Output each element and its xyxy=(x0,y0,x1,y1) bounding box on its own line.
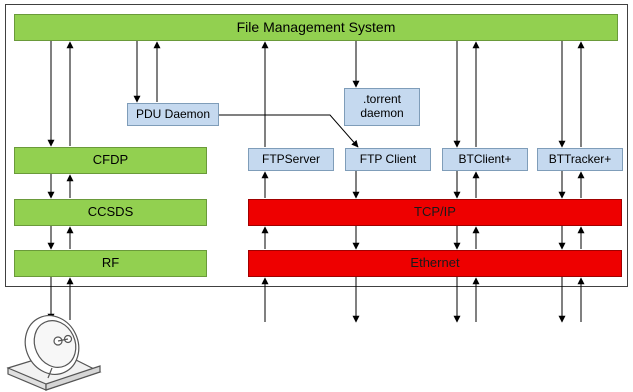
file-management-system-box: File Management System xyxy=(14,14,618,41)
pdu-daemon-box: PDU Daemon xyxy=(127,103,219,126)
file-management-system-label: File Management System xyxy=(236,19,396,36)
torrent-daemon-label: .torrent daemon xyxy=(360,92,404,120)
rf-box: RF xyxy=(14,250,207,277)
tcpip-label: TCP/IP xyxy=(414,204,456,220)
ftp-server-label: FTPServer xyxy=(261,151,320,166)
bt-client-label: BTClient+ xyxy=(458,151,512,166)
ccsds-box: CCSDS xyxy=(14,199,207,226)
cfdp-box: CFDP xyxy=(14,147,207,174)
ccsds-label: CCSDS xyxy=(87,204,134,220)
system-boundary xyxy=(5,4,628,287)
ftp-server-box: FTPServer xyxy=(248,148,334,171)
pdu-daemon-label: PDU Daemon xyxy=(135,106,211,121)
rf-label: RF xyxy=(101,255,120,271)
ftp-client-label: FTP Client xyxy=(359,151,417,166)
satellite-dish-icon xyxy=(6,315,102,391)
torrent-daemon-box: .torrent daemon xyxy=(344,88,420,126)
bt-client-box: BTClient+ xyxy=(442,148,528,171)
ftp-client-box: FTP Client xyxy=(345,148,431,171)
ethernet-label: Ethernet xyxy=(410,255,460,271)
tcpip-box: TCP/IP xyxy=(248,199,622,226)
bt-tracker-label: BTTracker+ xyxy=(548,151,612,166)
cfdp-label: CFDP xyxy=(92,152,129,168)
ethernet-box: Ethernet xyxy=(248,250,622,277)
bt-tracker-box: BTTracker+ xyxy=(537,148,623,171)
